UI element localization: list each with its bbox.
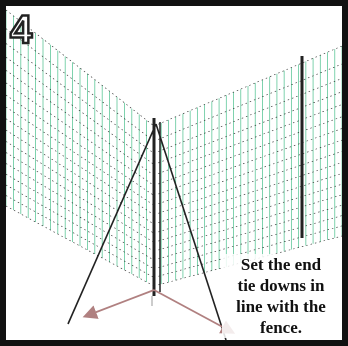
step-caption: Set the end tie downs in line with the f… [222, 254, 340, 338]
right-mesh-horizontal-wire [153, 151, 342, 216]
left-mesh-horizontal-wire [6, 56, 155, 165]
left-mesh-horizontal-wire [6, 195, 155, 278]
right-mesh-horizontal-wire [153, 183, 342, 243]
left-tie-down-line [67, 123, 157, 325]
right-mesh-horizontal-wire [153, 204, 342, 261]
caption-line-3: line with the [236, 297, 326, 316]
left-mesh-horizontal-wire [6, 82, 155, 186]
left-alignment-arrow [82, 289, 155, 319]
left-mesh-horizontal-wire [6, 205, 155, 287]
right-mesh-horizontal-wire [153, 235, 342, 287]
right-mesh-horizontal-wire [153, 215, 342, 270]
caption-line-2: tie downs in [237, 276, 325, 295]
right-alignment-arrow [153, 289, 236, 334]
left-mesh-horizontal-wire [6, 174, 155, 261]
left-mesh-horizontal-wire [6, 152, 155, 243]
right-mesh-horizontal-wire [153, 225, 342, 278]
right-mesh-horizontal-wire [153, 116, 342, 186]
left-mesh-horizontal-wire [6, 163, 155, 252]
fence-posts [151, 56, 304, 306]
right-mesh-horizontal-wire [153, 91, 342, 165]
right-mesh-horizontal-wire [153, 194, 342, 252]
right-tie-down-line [155, 123, 227, 340]
right-mesh-horizontal-wire [153, 128, 342, 196]
right-mesh-horizontal-wire [153, 139, 342, 206]
caption-line-1: Set the end [240, 255, 322, 274]
left-mesh-horizontal-wire [6, 141, 155, 234]
left-mesh-horizontal-wire [6, 184, 155, 270]
left-mesh-horizontal-wire [6, 43, 155, 154]
right-mesh-horizontal-wire [153, 104, 342, 176]
right-fence-mesh [153, 45, 342, 287]
left-fence-mesh [6, 9, 155, 287]
fence-corner-illustration [6, 9, 342, 340]
right-mesh-horizontal-wire [153, 173, 342, 234]
left-mesh-horizontal-wire [6, 70, 155, 176]
caption-line-4: fence. [259, 318, 302, 337]
tie-down-guides [67, 123, 236, 340]
step-number-badge: 4 [9, 8, 34, 52]
left-mesh-horizontal-wire [6, 94, 155, 196]
